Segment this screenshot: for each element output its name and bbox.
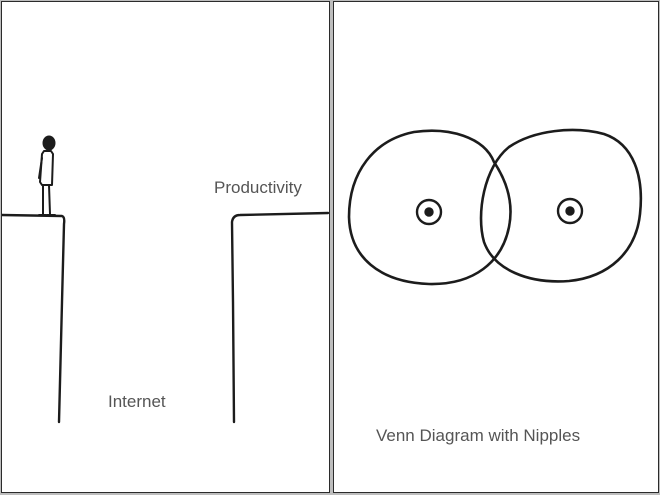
venn-right-nipple [556, 197, 584, 225]
left-cliff-line [2, 213, 66, 424]
productivity-label: Productivity [214, 178, 302, 197]
venn-right-circle [479, 128, 643, 283]
venn-left-nipple [415, 198, 443, 226]
venn-left-circle [347, 129, 512, 286]
comic-panel-venn: Venn Diagram with Nipples [333, 1, 659, 493]
comic-panel-gap: Productivity Internet [1, 1, 330, 493]
gap-drawing [2, 135, 329, 424]
stick-figure [38, 135, 56, 216]
right-cliff-line [230, 211, 329, 424]
venn-drawing [347, 128, 643, 286]
internet-label: Internet [108, 392, 166, 411]
venn-caption: Venn Diagram with Nipples [376, 426, 581, 445]
